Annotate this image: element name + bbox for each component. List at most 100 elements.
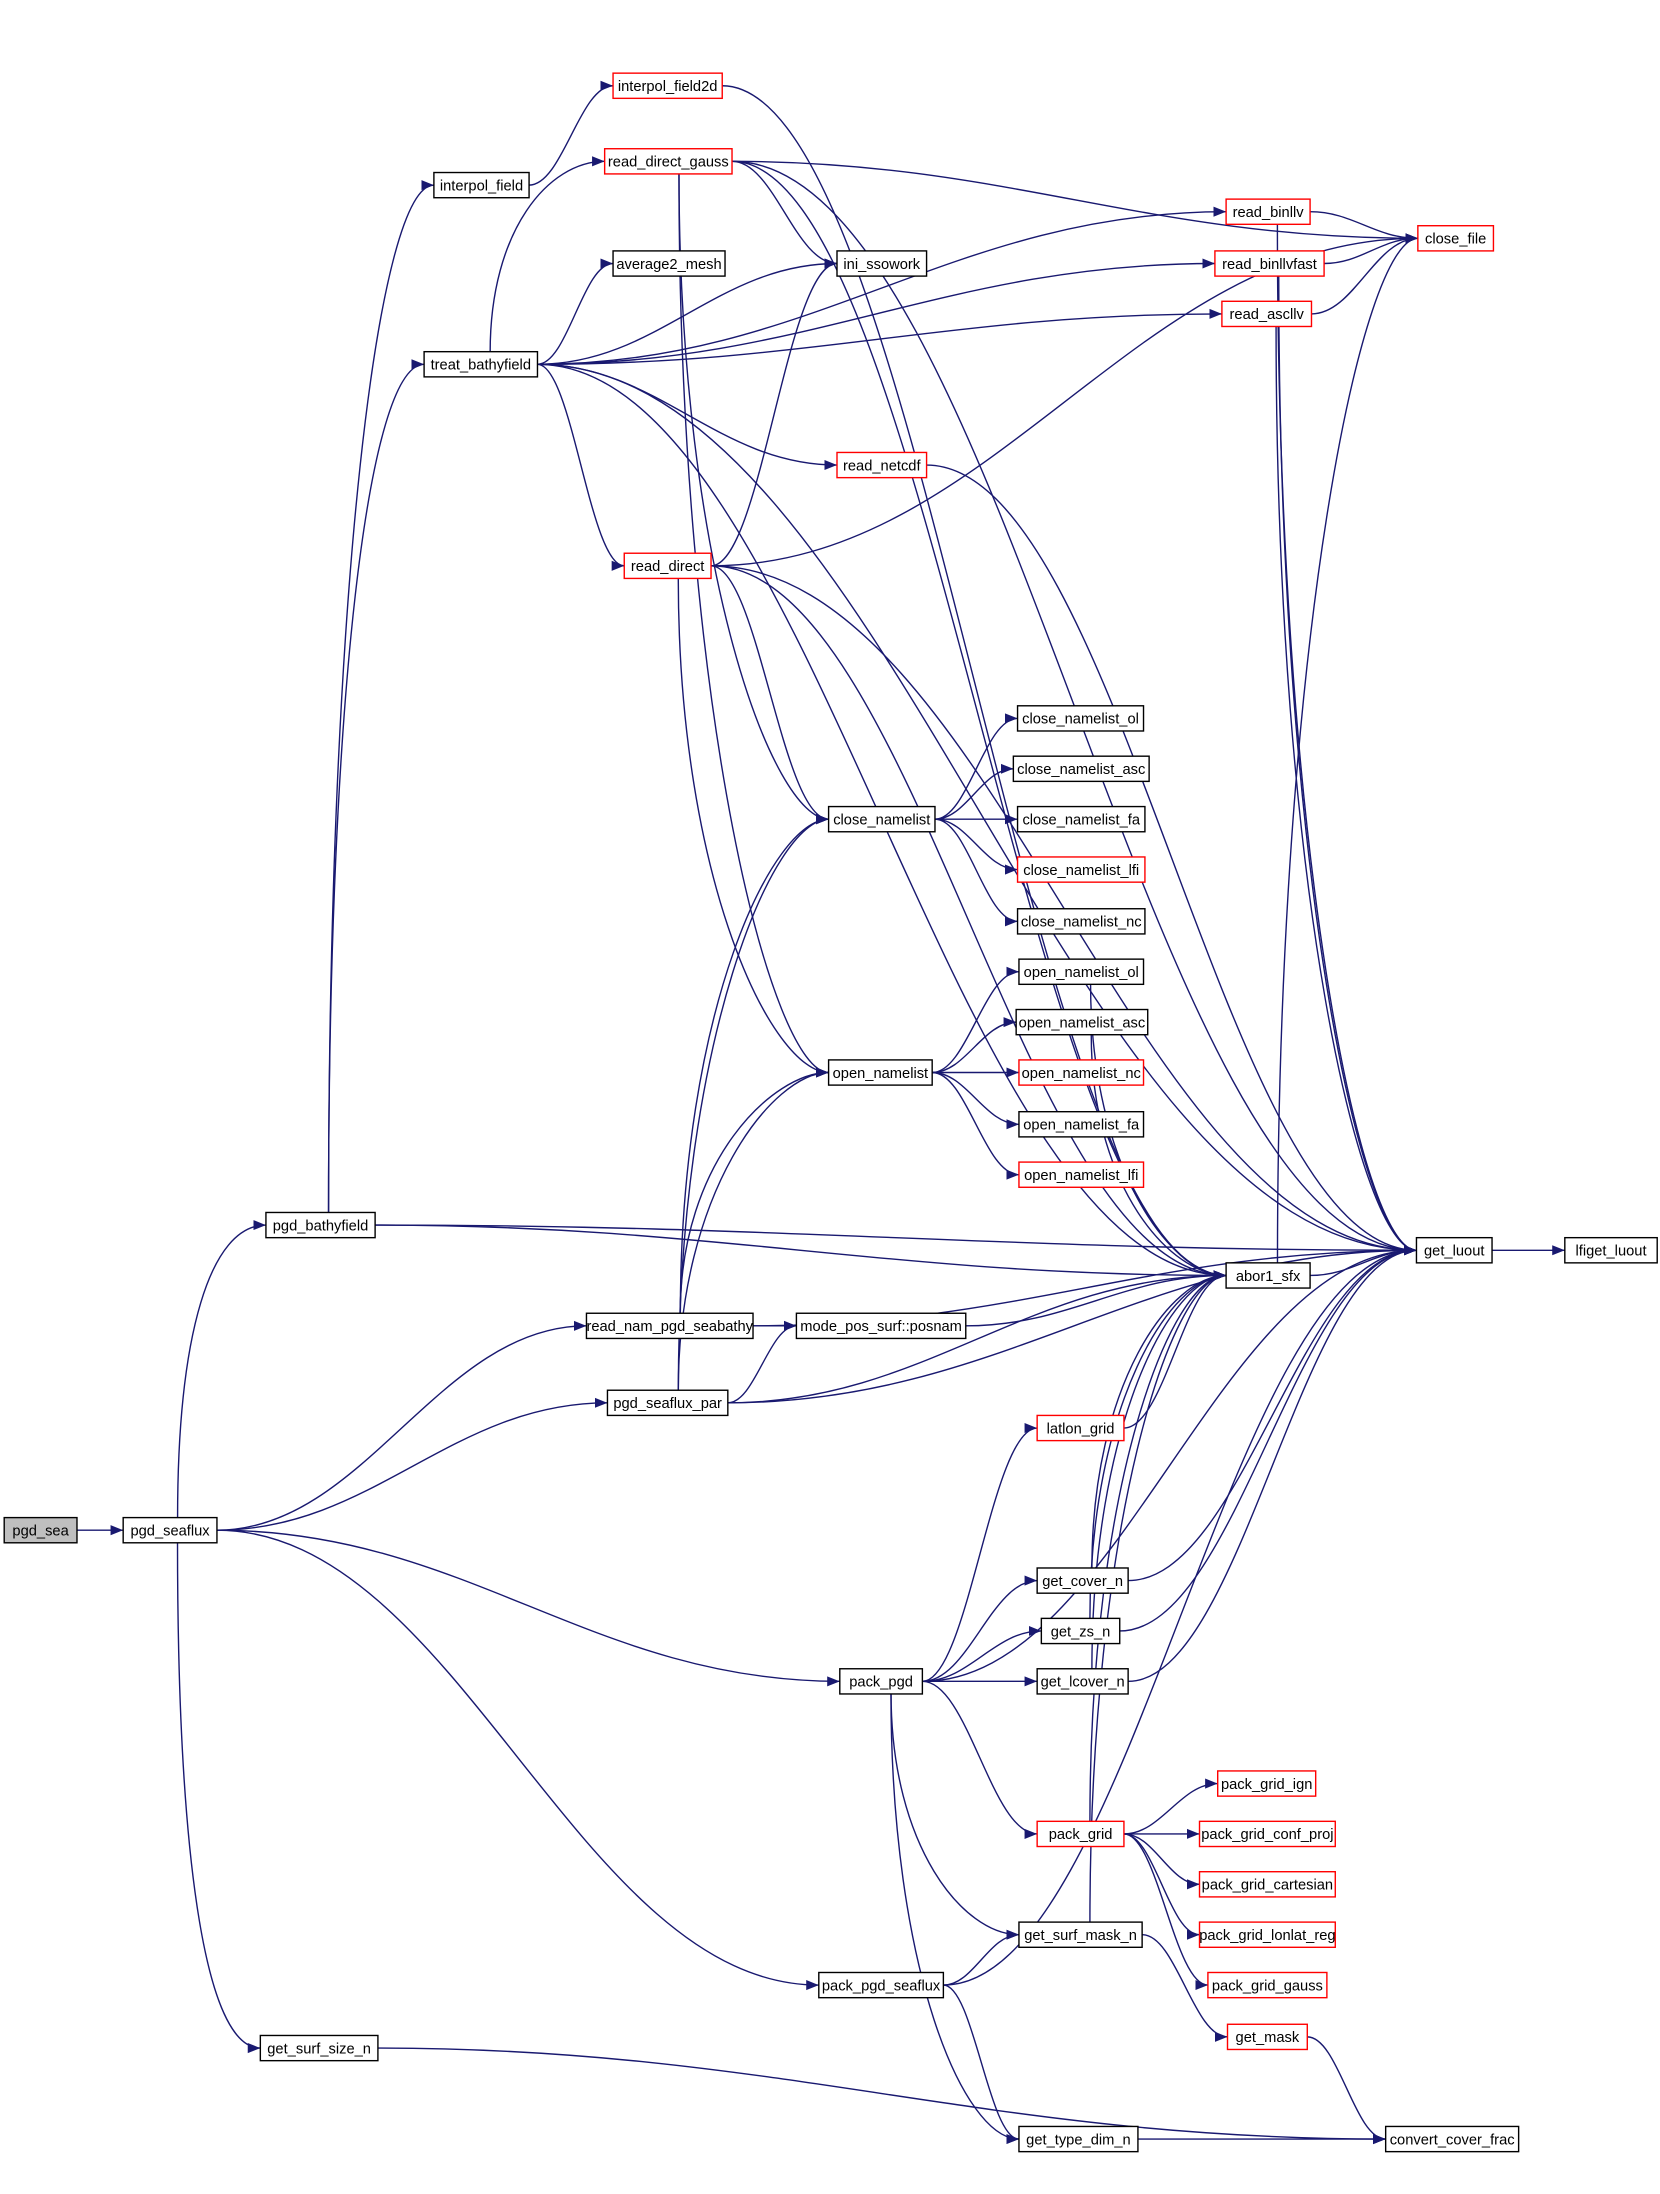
node-pgd_sea[interactable]: pgd_sea (3, 1516, 78, 1544)
node-label: read_nam_pgd_seabathy (586, 1319, 753, 1335)
node-get_zs_n[interactable]: get_zs_n (1040, 1617, 1121, 1645)
node-close_namelist[interactable]: close_namelist (827, 805, 936, 833)
node-pgd_seaflux_par[interactable]: pgd_seaflux_par (606, 1389, 729, 1417)
node-read_binllvfast[interactable]: read_binllvfast (1214, 250, 1325, 277)
node-box (1018, 1921, 1143, 1948)
node-box (1221, 300, 1313, 328)
edge-treat_bathyfield-to-read_ascllv (537, 308, 1222, 365)
edge-close_namelist-to-close_namelist_ol (934, 713, 1018, 820)
node-open_namelist_fa[interactable]: open_namelist_fa (1018, 1110, 1145, 1138)
node-get_cover_n[interactable]: get_cover_n (1036, 1567, 1129, 1594)
edge-get_lcover_n-to-get_luout (1128, 1245, 1417, 1683)
node-open_namelist_lfi[interactable]: open_namelist_lfi (1018, 1161, 1145, 1188)
edge-pgd_seaflux_par-to-abor1_sfx (727, 1270, 1227, 1404)
node-get_lcover_n[interactable]: get_lcover_n (1036, 1668, 1129, 1695)
node-read_netcdf[interactable]: read_netcdf (836, 451, 928, 479)
edge-treat_bathyfield-to-average2_mesh (537, 258, 614, 365)
node-pgd_bathyfield[interactable]: pgd_bathyfield (265, 1211, 376, 1239)
node-get_mask[interactable]: get_mask (1226, 2023, 1308, 2051)
node-abor1_sfx[interactable]: abor1_sfx (1225, 1262, 1311, 1289)
edge-read_ascllv-to-get_luout (1275, 326, 1417, 1256)
node-box (265, 1211, 376, 1239)
node-close_namelist_fa[interactable]: close_namelist_fa (1016, 805, 1146, 833)
node-label: close_namelist_nc (1021, 915, 1142, 931)
node-label: open_namelist_ol (1024, 965, 1139, 981)
node-label: open_namelist_asc (1019, 1015, 1146, 1031)
node-open_namelist[interactable]: open_namelist (827, 1059, 933, 1086)
node-open_namelist_nc[interactable]: open_namelist_nc (1018, 1059, 1145, 1086)
node-label: latlon_grid (1047, 1421, 1115, 1437)
node-box (827, 805, 936, 833)
node-lfiget_luout[interactable]: lfiget_luout (1564, 1236, 1658, 1264)
node-pgd_seaflux[interactable]: pgd_seaflux (122, 1516, 218, 1544)
edges (76, 80, 1565, 2145)
node-pack_pgd[interactable]: pack_pgd (839, 1668, 924, 1695)
node-get_type_dim_n[interactable]: get_type_dim_n (1018, 2125, 1139, 2153)
node-pack_grid_ign[interactable]: pack_grid_ign (1217, 1770, 1317, 1797)
edge-open_namelist_asc-to-abor1_sfx (1090, 1034, 1227, 1281)
edge-pgd_bathyfield-to-treat_bathyfield (327, 359, 425, 1213)
node-ini_ssowork[interactable]: ini_ssowork (836, 250, 928, 277)
node-latlon_grid[interactable]: latlon_grid (1036, 1414, 1125, 1442)
node-box (1225, 198, 1311, 226)
node-box (1015, 1008, 1149, 1036)
node-treat_bathyfield[interactable]: treat_bathyfield (423, 350, 539, 378)
node-open_namelist_asc[interactable]: open_namelist_asc (1015, 1008, 1149, 1036)
node-read_binllv[interactable]: read_binllv (1225, 198, 1311, 226)
node-pack_pgd_seaflux[interactable]: pack_pgd_seaflux (818, 1971, 945, 1999)
node-read_direct_gauss[interactable]: read_direct_gauss (603, 148, 733, 175)
node-pack_grid_lonlat_reg[interactable]: pack_grid_lonlat_reg (1198, 1921, 1336, 1948)
node-read_nam_pgd_seabathy[interactable]: read_nam_pgd_seabathy (585, 1312, 754, 1340)
node-label: interpol_field (440, 178, 523, 194)
node-convert_cover_frac[interactable]: convert_cover_frac (1384, 2125, 1520, 2153)
node-close_namelist_ol[interactable]: close_namelist_ol (1016, 705, 1145, 732)
node-box (1036, 1414, 1125, 1442)
node-label: mode_pos_surf::posnam (800, 1319, 962, 1335)
node-read_direct[interactable]: read_direct (623, 552, 712, 580)
node-interpol_field2d[interactable]: interpol_field2d (612, 72, 723, 100)
edge-get_surf_size_n-to-convert_cover_frac (377, 2047, 1386, 2145)
node-close_namelist_asc[interactable]: close_namelist_asc (1012, 755, 1150, 783)
edge-read_direct-to-abor1_sfx (711, 565, 1227, 1281)
edge-read_direct-to-close_namelist (710, 565, 829, 825)
edge-interpol_field-to-interpol_field2d (529, 80, 614, 186)
edge-pack_pgd-to-get_type_dim_n (890, 1693, 1019, 2145)
node-read_ascllv[interactable]: read_ascllv (1221, 300, 1313, 328)
node-get_surf_size_n[interactable]: get_surf_size_n (259, 2034, 379, 2062)
node-label: get_surf_size_n (267, 2041, 371, 2057)
node-box (603, 148, 733, 175)
node-get_luout[interactable]: get_luout (1415, 1236, 1493, 1264)
node-close_file[interactable]: close_file (1417, 225, 1495, 252)
edge-pack_pgd-to-get_surf_mask_n (890, 1693, 1019, 1940)
edge-pack_grid-to-pack_grid_cartesian (1123, 1833, 1200, 1890)
edge-pgd_seaflux-to-pack_pgd (216, 1529, 840, 1687)
node-pack_grid_gauss[interactable]: pack_grid_gauss (1207, 1971, 1328, 1999)
node-open_namelist_ol[interactable]: open_namelist_ol (1018, 958, 1145, 986)
node-box (836, 451, 928, 479)
node-posnam[interactable]: mode_pos_surf::posnam (795, 1312, 967, 1340)
edge-get_surf_mask_n-to-get_mask (1142, 1933, 1228, 2042)
edge-read_nam_pgd_seabathy-to-open_namelist (679, 1067, 829, 1314)
node-close_namelist_lfi[interactable]: close_namelist_lfi (1016, 856, 1146, 883)
node-get_surf_mask_n[interactable]: get_surf_mask_n (1018, 1921, 1143, 1948)
edge-open_namelist-to-open_namelist_fa (932, 1071, 1019, 1130)
node-box (1016, 805, 1146, 833)
node-box (818, 1971, 945, 1999)
edge-pack_pgd-to-latlon_grid (922, 1423, 1038, 1683)
node-label: pack_grid_ign (1221, 1777, 1312, 1793)
node-interpol_field[interactable]: interpol_field (433, 171, 530, 199)
node-box (1417, 225, 1495, 252)
node-pack_grid_cartesian[interactable]: pack_grid_cartesian (1198, 1871, 1336, 1898)
node-box (795, 1312, 967, 1340)
node-label: average2_mesh (616, 257, 721, 273)
node-pack_grid_conf_proj[interactable]: pack_grid_conf_proj (1198, 1820, 1336, 1848)
node-label: open_namelist_fa (1023, 1118, 1140, 1134)
edge-close_namelist-to-close_namelist_lfi (934, 818, 1018, 875)
node-close_namelist_nc[interactable]: close_namelist_nc (1016, 908, 1146, 935)
node-box (1225, 1262, 1311, 1289)
edge-pgd_seaflux_par-to-posnam (727, 1320, 797, 1404)
node-pack_grid[interactable]: pack_grid (1036, 1820, 1125, 1848)
node-box (1226, 2023, 1308, 2051)
node-label: get_zs_n (1051, 1624, 1111, 1640)
node-average2_mesh[interactable]: average2_mesh (612, 250, 726, 277)
